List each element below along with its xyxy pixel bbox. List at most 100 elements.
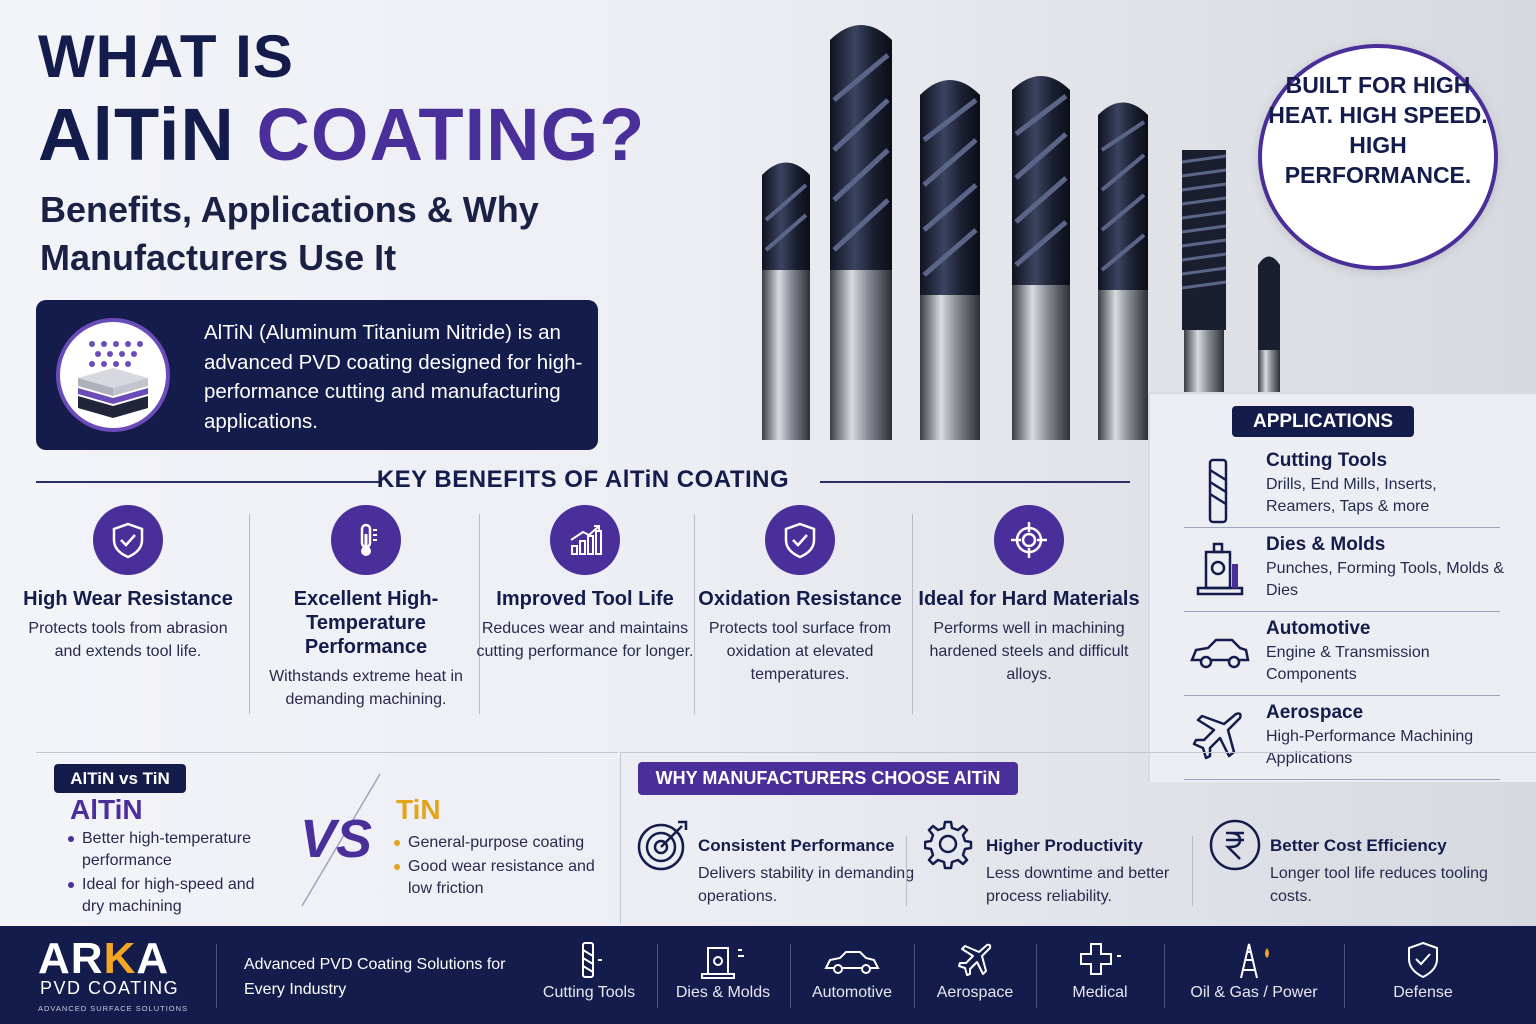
application-item: Cutting Tools Drills, End Mills, Inserts… <box>1184 446 1500 528</box>
comparison-panel <box>36 752 618 924</box>
application-desc: High-Performance Machining Applications <box>1266 728 1474 767</box>
application-desc: Drills, End Mills, Inserts, Reamers, Tap… <box>1266 476 1437 515</box>
application-item: Automotive Engine & Transmission Compone… <box>1184 614 1500 696</box>
why-item-title: Consistent Performance <box>698 836 895 855</box>
subtitle: Benefits, Applications & Why Manufacture… <box>40 189 539 278</box>
list-item: Better high-temperature performance <box>68 828 278 872</box>
column-divider <box>249 514 250 714</box>
divider-line <box>820 481 1130 483</box>
benefit-desc: Protects tools from abrasion and extends… <box>28 620 228 660</box>
comparison-title: AlTiN vs TiN <box>54 764 186 793</box>
airplane-icon <box>1188 706 1248 766</box>
why-item: Consistent Performance Delivers stabilit… <box>636 816 926 908</box>
footer-divider <box>216 944 217 1008</box>
title-coating: COATING? <box>256 93 646 176</box>
application-title: Cutting Tools <box>1266 450 1388 471</box>
footer-industry-label: Aerospace <box>936 984 1014 1001</box>
benefit-title: Improved Tool Life <box>496 588 674 610</box>
benefit-desc: Withstands extreme heat in demanding mac… <box>269 668 463 708</box>
footer-divider <box>1344 944 1345 1008</box>
performance-badge: BUILT FOR HIGH HEAT. HIGH SPEED. HIGH PE… <box>1258 44 1498 270</box>
footer-industry-defense[interactable]: Defense <box>1370 940 1476 1002</box>
vs-slash <box>301 773 381 907</box>
benefit-card: Improved Tool Life Reduces wear and main… <box>471 505 699 663</box>
footer-divider <box>657 944 658 1008</box>
coated-tools-image <box>740 0 1160 440</box>
target-arrow-icon <box>636 818 690 872</box>
why-panel <box>620 752 1536 924</box>
benefit-title: Excellent High-Temperature Performance <box>293 588 439 658</box>
why-title: WHY MANUFACTURERS CHOOSE AlTiN <box>638 762 1018 795</box>
benefit-card: Oxidation Resistance Protects tool surfa… <box>686 505 914 686</box>
rupee-icon <box>1208 818 1262 872</box>
footer-industry-label: Medical <box>1072 984 1128 1001</box>
footer-tagline: Advanced PVD Coating Solutions for Every… <box>244 956 506 998</box>
title-line-1: WHAT IS <box>38 23 294 90</box>
list-item: Ideal for high-speed and dry machining <box>68 874 278 918</box>
footer-divider <box>1036 944 1037 1008</box>
footer-industry-label: Oil & Gas / Power <box>1190 984 1318 1001</box>
list-item: Good wear resistance and low friction <box>394 856 604 900</box>
why-item: Better Cost Efficiency Longer tool life … <box>1208 816 1498 908</box>
footer-divider <box>1164 944 1165 1008</box>
application-title: Aerospace <box>1266 702 1364 723</box>
column-divider <box>906 836 907 906</box>
vs-label: VS <box>300 809 373 869</box>
footer-industry-label: Dies & Molds <box>675 984 771 1001</box>
application-item: Aerospace High-Performance Machining App… <box>1184 698 1500 780</box>
badge-text: BUILT FOR HIGH HEAT. HIGH SPEED. HIGH PE… <box>1268 72 1488 188</box>
footer-bar <box>0 926 1536 1024</box>
benefit-desc: Protects tool surface from oxidation at … <box>708 620 892 683</box>
column-divider <box>694 514 695 714</box>
applications-title: APPLICATIONS <box>1232 406 1414 437</box>
footer-industry-cutting-tools[interactable]: Cutting Tools <box>534 940 644 1002</box>
tin-points: General-purpose coating Good wear resist… <box>394 832 604 902</box>
application-item: Dies & Molds Punches, Forming Tools, Mol… <box>1184 530 1504 612</box>
logo-subtitle: PVD COATING <box>40 978 180 998</box>
benefit-title: Oxidation Resistance <box>698 588 902 610</box>
footer-divider <box>914 944 915 1008</box>
application-desc: Engine & Transmission Components <box>1266 644 1430 683</box>
press-icon <box>1188 538 1248 598</box>
car-icon <box>800 940 904 980</box>
growth-chart-icon <box>550 505 620 575</box>
tin-heading: TiN <box>396 794 441 825</box>
column-divider <box>479 514 480 714</box>
why-item-title: Better Cost Efficiency <box>1270 836 1447 855</box>
footer-industry-aerospace[interactable]: Aerospace <box>926 940 1024 1002</box>
benefit-desc: Reduces wear and maintains cutting perfo… <box>476 620 694 660</box>
shield-check-icon <box>765 505 835 575</box>
coating-layers-icon <box>56 318 170 432</box>
list-item: General-purpose coating <box>394 832 604 854</box>
application-desc: Punches, Forming Tools, Molds & Dies <box>1266 560 1505 599</box>
footer-industry-label: Defense <box>1393 984 1453 1001</box>
footer-industry-oil-gas-power[interactable]: Oil & Gas / Power <box>1178 940 1330 1002</box>
divider-line <box>36 481 382 483</box>
altin-heading: AlTiN <box>70 794 143 825</box>
shield-check-icon <box>93 505 163 575</box>
footer-industry-label: Automotive <box>811 984 893 1001</box>
drill-bit-icon <box>534 940 644 980</box>
footer-industry-automotive[interactable]: Automotive <box>800 940 904 1002</box>
column-divider <box>1192 836 1193 906</box>
thermometer-icon <box>331 505 401 575</box>
intro-box: AlTiN (Aluminum Titanium Nitride) is an … <box>36 300 598 450</box>
why-item-desc: Less downtime and better process reliabi… <box>986 865 1170 905</box>
press-icon <box>668 940 778 980</box>
benefit-card: Excellent High-Temperature Performance W… <box>252 505 480 711</box>
altin-points: Better high-temperature performance Idea… <box>68 828 278 920</box>
shield-check-icon <box>1370 940 1476 980</box>
column-divider <box>912 514 913 714</box>
tap-tool-image <box>1176 140 1286 440</box>
application-title: Dies & Molds <box>1266 534 1386 555</box>
arka-logo: ARKA <box>38 934 170 983</box>
why-item: Higher Productivity Less downtime and be… <box>923 816 1214 908</box>
footer-industry-dies-molds[interactable]: Dies & Molds <box>668 940 778 1002</box>
logo-tagline: ADVANCED SURFACE SOLUTIONS <box>38 1004 189 1013</box>
airplane-icon <box>926 940 1024 980</box>
benefit-title: Ideal for Hard Materials <box>918 588 1140 610</box>
footer-divider <box>790 944 791 1008</box>
drill-bit-icon <box>1188 454 1248 524</box>
footer-industry-medical[interactable]: Medical <box>1052 940 1148 1002</box>
